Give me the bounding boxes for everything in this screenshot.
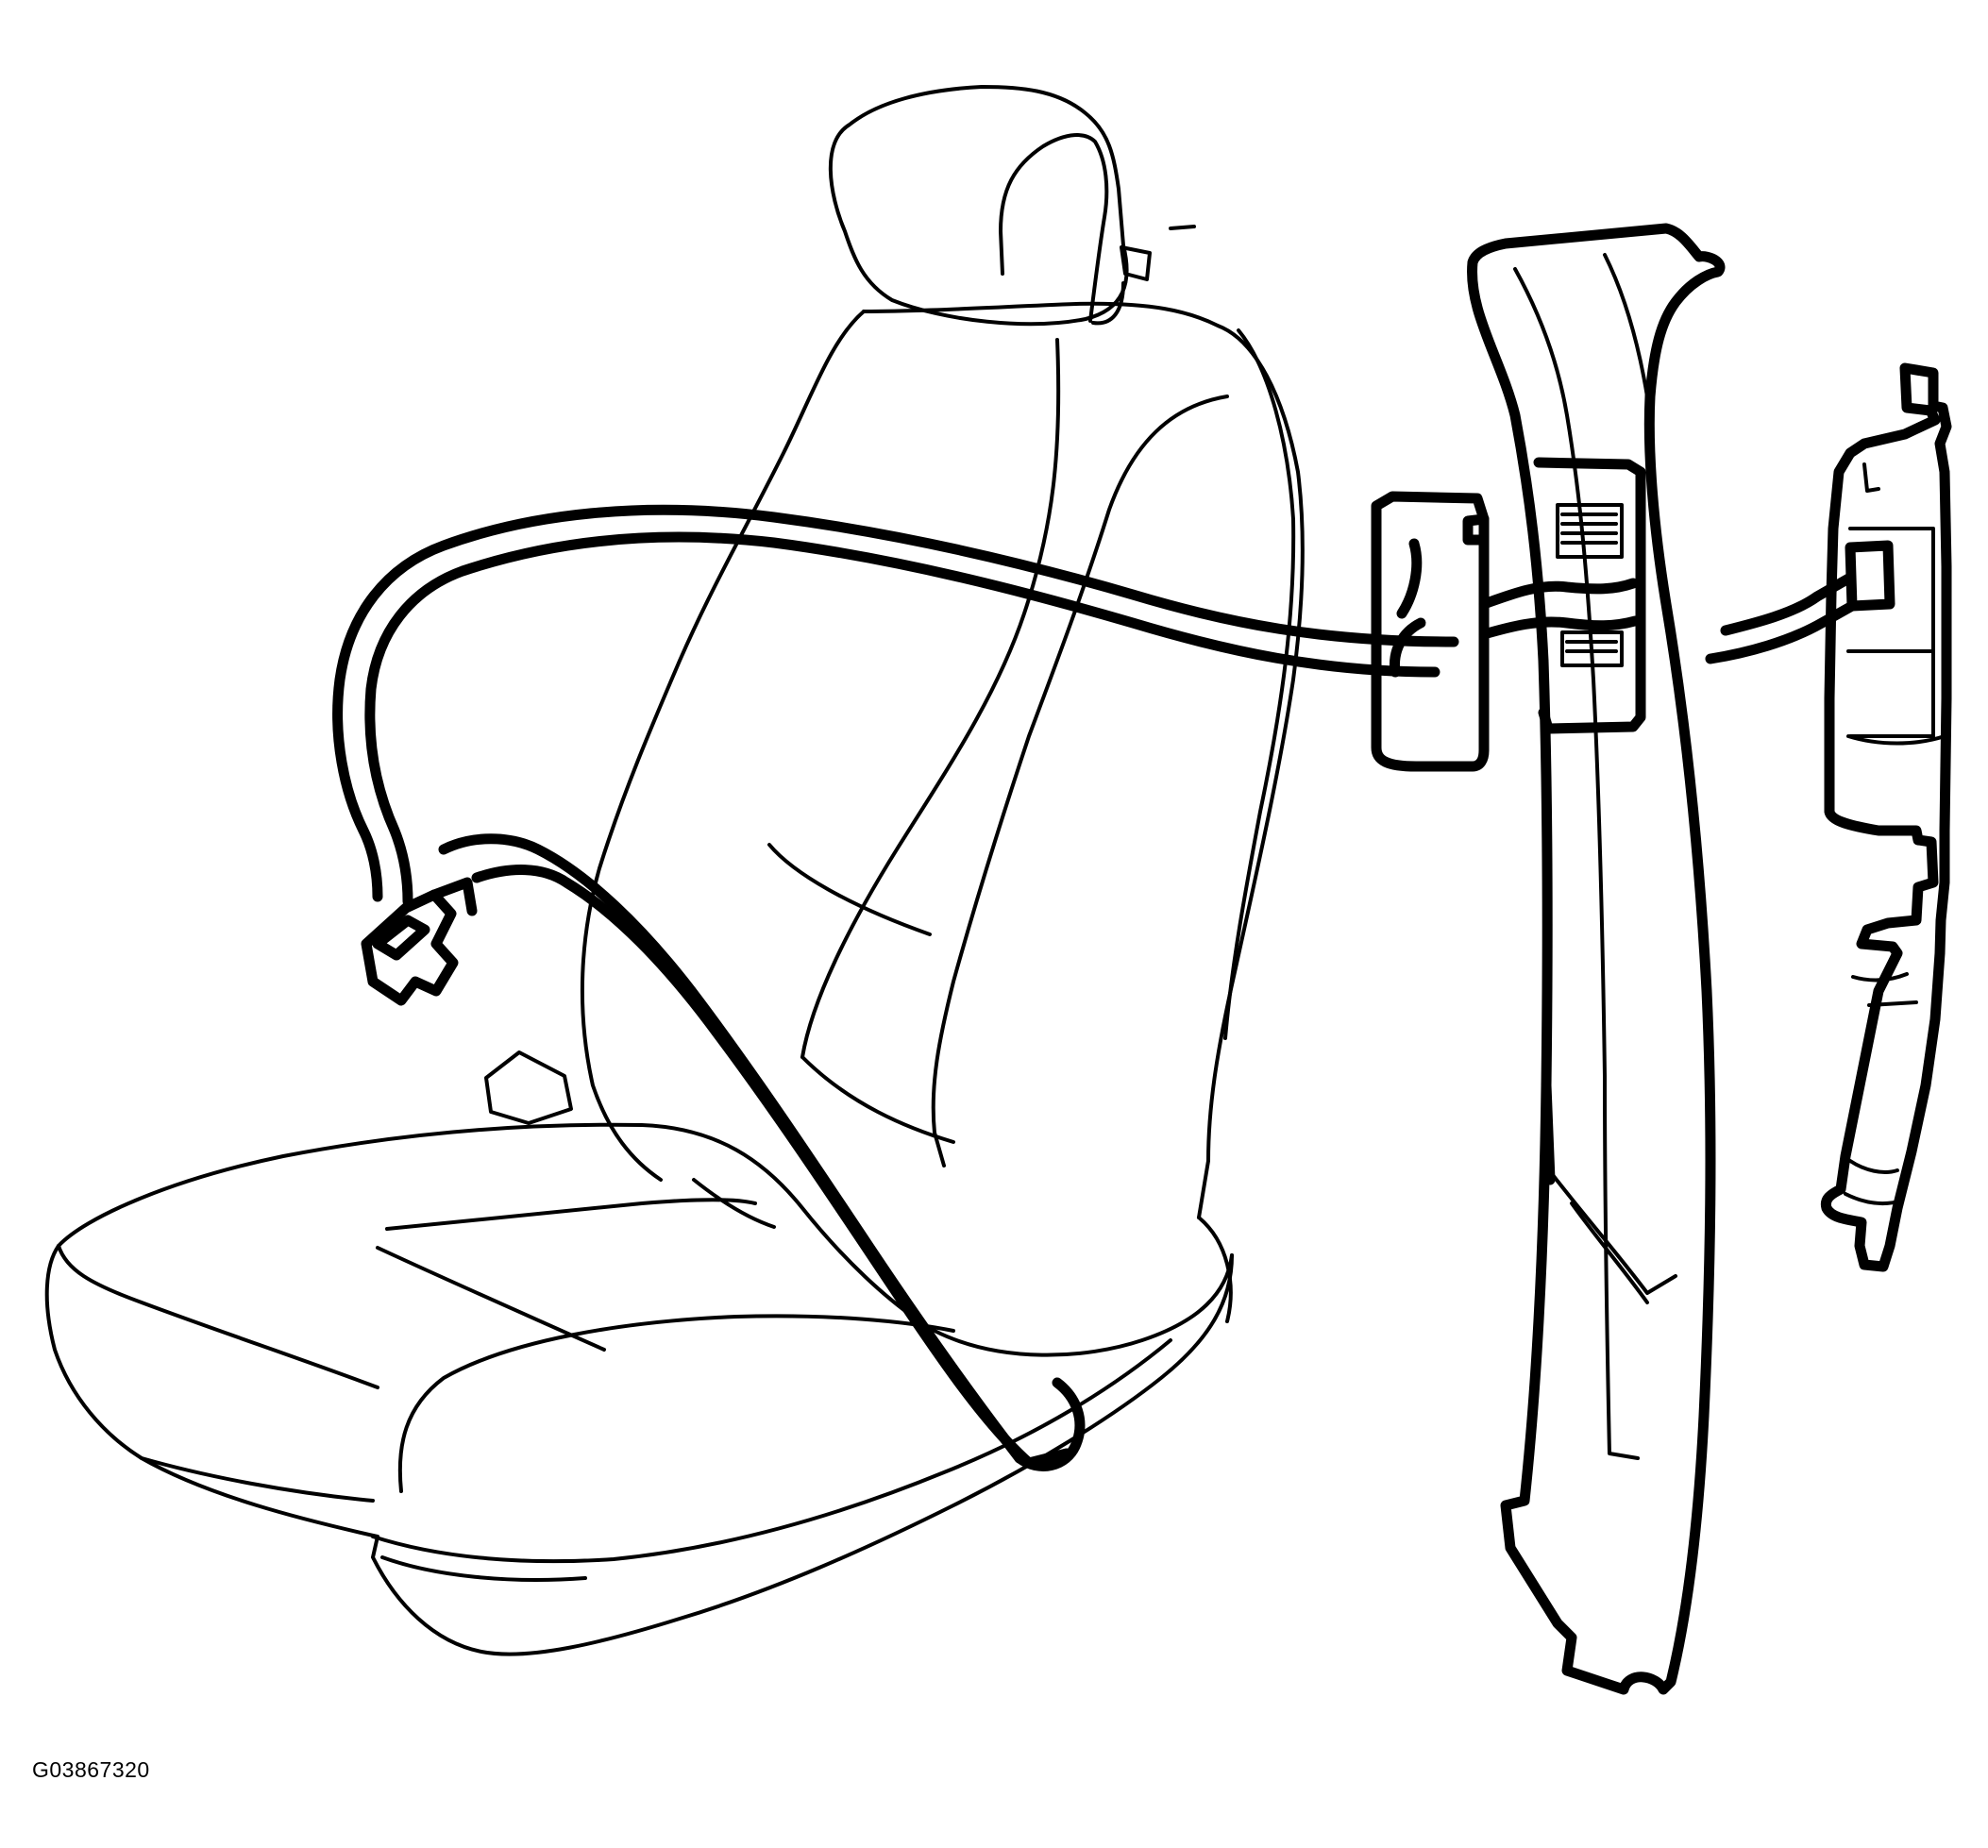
seat-cushion (44, 1050, 1234, 1656)
seat-belt (332, 504, 1459, 1471)
belt-guide (1371, 491, 1641, 772)
figure-id: G03867320 (32, 1757, 150, 1782)
pillar-trim (1467, 223, 1726, 1695)
retractor (1705, 362, 1952, 1272)
latch-plate (361, 877, 478, 1006)
headrest (828, 85, 1196, 327)
seat-back (580, 301, 1305, 1323)
